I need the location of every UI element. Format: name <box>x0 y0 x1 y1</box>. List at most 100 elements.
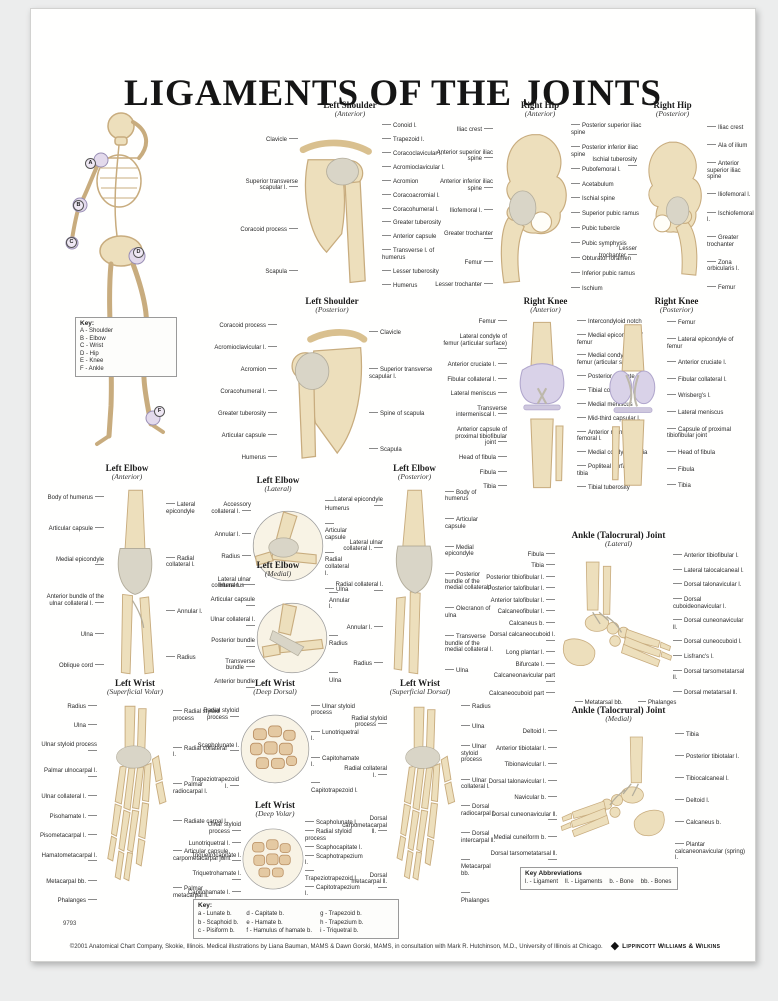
anatomy-label: Ulnar collateral l. <box>41 794 97 801</box>
elbow-circle-illustration <box>256 602 328 673</box>
anatomy-label: Articular capsule <box>445 517 496 530</box>
panel-title: Left Wrist <box>400 678 440 688</box>
carpal-key-box: Key: a - Lunate b.b - Scaphoid b.c - Pis… <box>193 899 399 939</box>
anatomy-label: Scapula <box>369 447 402 454</box>
anatomy-label: Phalanges <box>461 891 499 904</box>
anatomy-label: Trapeziotrapezoid l. <box>187 777 239 790</box>
anatomy-label: Capitohamate l. <box>311 756 363 769</box>
anatomy-label: Femur <box>465 260 493 267</box>
skeleton-figure-illustration <box>65 112 165 446</box>
anatomy-label: Dorsal radiocarpal l. <box>461 804 499 817</box>
anatomy-label: Anterior superior iliac spine <box>433 150 493 163</box>
anatomy-label: Trapezoid l. <box>382 137 424 144</box>
panel-wrist-superficial-dorsal: Left Wrist (Superficial Dorsal) Radial s… <box>341 678 499 911</box>
publisher-logo: ◆ Lippincott Williams & Wilkins <box>611 941 721 952</box>
anatomy-label: Intercondyloid notch <box>577 319 642 326</box>
anatomy-label: Anterior talofibular l. <box>491 598 555 605</box>
anatomy-label: Ischium <box>571 286 603 293</box>
anatomy-label: Femur <box>667 320 695 327</box>
anatomy-label: Iliac crest <box>707 125 743 132</box>
anatomy-label: Annular l. <box>347 625 383 632</box>
panel-title: Left Wrist <box>255 678 295 688</box>
anatomy-label: Lateral epicondyle of femur <box>667 337 739 350</box>
anatomy-label: Ischial tuberosity <box>591 157 637 170</box>
anatomy-label: Scaphotrapezium l. <box>305 853 363 867</box>
anatomy-label: Radial collateral l. <box>333 582 383 595</box>
anatomy-label: D - Hip <box>80 350 99 357</box>
anatomy-label: Humerus <box>242 455 277 462</box>
anatomy-label: Acromion <box>241 367 277 374</box>
anatomy-label: Medial epicondyle <box>46 557 104 570</box>
anatomy-label: Coracohumeral l. <box>220 389 277 396</box>
panel-title: Right Hip <box>520 100 560 110</box>
panel-title: Left Elbow <box>105 463 149 473</box>
anatomy-label: Fibular collateral l. <box>667 377 727 384</box>
anatomy-label: Tibiocalcaneal l. <box>675 776 729 783</box>
anatomy-label: g - Trapezoid b. <box>320 911 362 917</box>
panel-subtitle: (Anterior) <box>334 109 366 119</box>
anatomy-label: d - Capitate b. <box>246 911 285 917</box>
anatomy-label: Clavicle <box>266 137 298 144</box>
anatomy-label: Radial styloid process <box>341 716 387 729</box>
item-number: 9793 <box>63 921 77 927</box>
anatomy-label: Lateral talocalcaneal l. <box>673 568 744 575</box>
anatomy-label: Radius <box>353 661 383 668</box>
anatomy-label: Olecranon of ulna <box>445 606 496 619</box>
anatomy-label: bb. - Bones <box>640 879 672 885</box>
panel-ankle-lateral: Ankle (Talocrural) Joint (Lateral) Fibul… <box>483 530 754 709</box>
panel-header: Right Knee (Anterior) <box>443 296 648 314</box>
anatomy-label: Ulna <box>74 723 97 730</box>
anatomy-label: Superior transverse scapular l. <box>369 367 441 380</box>
anatomy-label: Ulnar styloid process <box>187 822 241 835</box>
anatomy-label: Obturator foramen <box>571 256 631 263</box>
panel-subtitle: (Medial) <box>264 569 292 579</box>
anatomy-label: Head of fibula <box>667 450 715 457</box>
anatomy-label: Calcaneus b. <box>675 820 721 827</box>
panel-subtitle: (Deep Volar) <box>255 809 295 819</box>
anatomy-label: Tibionavicular l. <box>505 762 557 769</box>
joint-marker: A <box>85 158 96 169</box>
anatomy-label: Ulna <box>445 668 468 675</box>
panel-subtitle: (Posterior) <box>315 305 349 315</box>
anatomy-label: Ischial spine <box>571 196 615 203</box>
anatomy-label: Fibular collateral l. <box>447 377 507 384</box>
anatomy-label: Lunotriquetral l. <box>311 730 363 743</box>
anatomy-label: Ulna <box>329 671 349 684</box>
anatomy-label: Tibial tuberosity <box>577 485 630 492</box>
anatomy-label: Ulnar collateral l. <box>461 778 499 791</box>
anatomy-label: Zona orbicularis l. <box>707 260 754 273</box>
anatomy-label: Fibula <box>667 467 694 474</box>
anatomy-label: Dorsal cuneonavicular ll. <box>673 618 744 631</box>
copyright-text: ©2001 Anatomical Chart Company, Skokie, … <box>69 943 603 950</box>
panel-header: Right Knee (Posterior) <box>599 296 754 314</box>
anatomy-label: Dorsal cuboideonavicular l. <box>673 597 745 610</box>
anatomy-label: Dorsal talonavicular l. <box>673 582 741 589</box>
anatomy-label: Conoid l. <box>382 123 417 130</box>
anatomy-label: Calcaneocuboid part <box>489 691 555 698</box>
panel-title: Ankle (Talocrural) Joint <box>571 530 666 540</box>
anatomy-label: Triquetrohamate l. <box>187 871 241 884</box>
panel-subtitle: (Superficial Volar) <box>106 687 164 697</box>
anatomy-label: Trapeziotrapezoid l. <box>305 869 363 882</box>
anatomy-label: Lunotriquetral l. <box>189 841 241 848</box>
anatomy-label: Greater tuberosity <box>218 411 277 418</box>
anatomy-label: Phalanges <box>638 700 676 707</box>
hip-illustration <box>648 141 702 276</box>
anatomy-label: Calcaneonavicular part <box>483 673 555 686</box>
anatomy-label: Mid-third capsular l. <box>577 416 640 423</box>
panel-elbow-posterior: Left Elbow (Posterior) Lateral epicondyl… <box>333 463 496 682</box>
anatomy-label: Metacarpal bb. <box>461 858 499 878</box>
panel-header: Left Elbow (Posterior) <box>333 463 496 481</box>
anatomy-label: Annular l. <box>329 591 350 611</box>
anatomy-label: Radius <box>221 554 251 561</box>
anatomy-label: Articular capsule <box>207 597 255 610</box>
anatomy-label: Pubic symphysis <box>571 241 627 248</box>
elbow-illustration <box>393 489 433 675</box>
anatomy-label: Deltoid l. <box>675 798 709 805</box>
anatomy-label: Radial collateral l. <box>166 556 208 569</box>
panel-title: Left Wrist <box>255 800 295 810</box>
anatomy-label: Lesser tuberosity <box>382 269 439 276</box>
anatomy-label: Navicular b. <box>514 795 557 802</box>
anatomy-label: A - Shoulder <box>80 328 114 334</box>
